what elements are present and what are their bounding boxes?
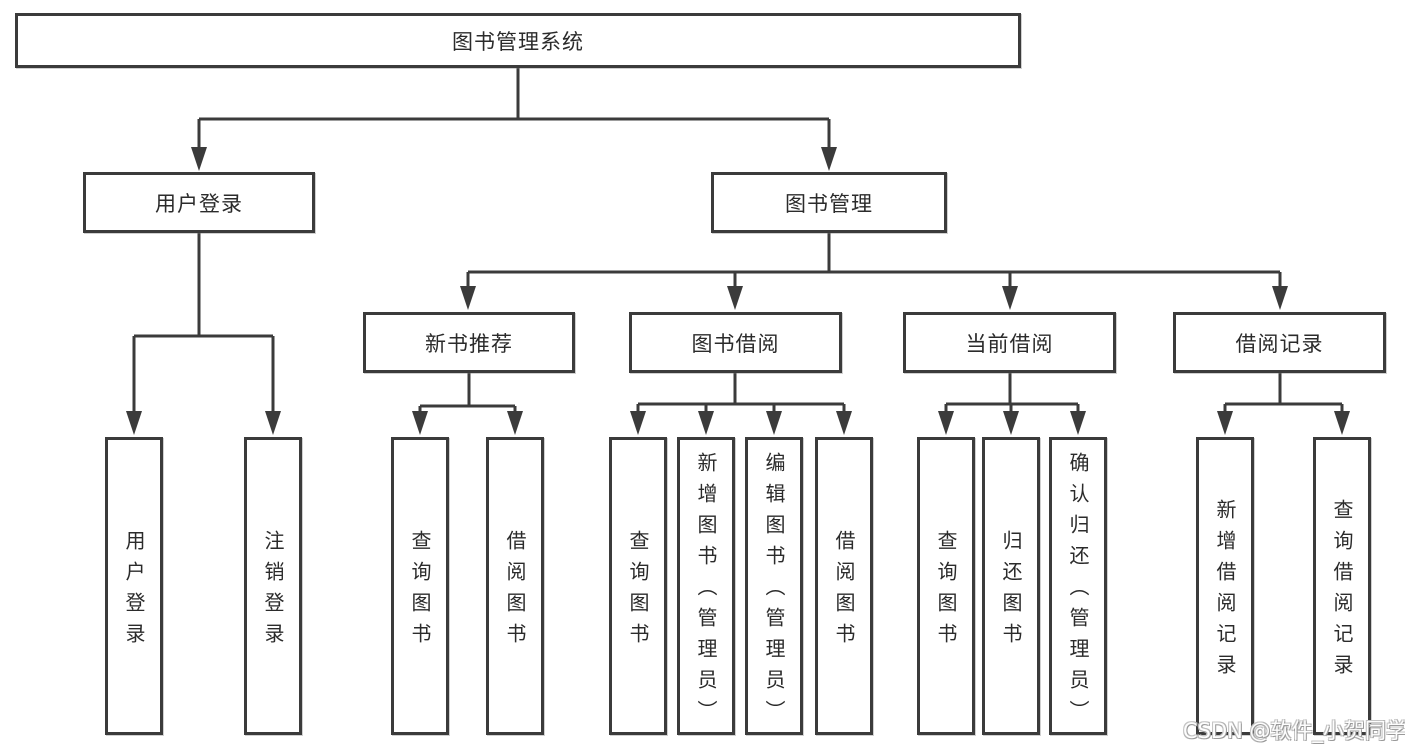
node-book-management: 图书管理 bbox=[711, 172, 947, 233]
node-borrow-records: 借阅记录 bbox=[1173, 312, 1386, 373]
node-label: 图书管理系统 bbox=[452, 29, 584, 54]
leaf-label: 查询图书 bbox=[934, 529, 958, 654]
leaf-current-confirm-return-admin: 确认归还（管理员） bbox=[1049, 437, 1107, 735]
node-label: 用户登录 bbox=[155, 191, 243, 216]
leaf-label: 归还图书 bbox=[999, 529, 1023, 654]
node-new-book-recommend: 新书推荐 bbox=[363, 312, 575, 373]
leaf-current-return-books: 归还图书 bbox=[982, 437, 1040, 735]
node-book-borrow: 图书借阅 bbox=[629, 312, 842, 373]
node-label: 图书管理 bbox=[785, 191, 873, 216]
node-user-login: 用户登录 bbox=[83, 172, 315, 233]
node-label: 当前借阅 bbox=[965, 331, 1054, 356]
leaf-label: 查询图书 bbox=[408, 529, 432, 654]
csdn-watermark: CSDN @软件_小贺同学 bbox=[1183, 719, 1405, 743]
leaf-borrow-add-books-admin: 新增图书（管理员） bbox=[677, 437, 735, 735]
leaf-current-query-books: 查询图书 bbox=[917, 437, 975, 735]
leaf-label: 新增借阅记录 bbox=[1213, 498, 1237, 685]
node-label: 新书推荐 bbox=[425, 331, 513, 356]
leaf-records-query-borrow-record: 查询借阅记录 bbox=[1313, 437, 1371, 735]
leaf-label: 新增图书（管理员） bbox=[694, 452, 718, 731]
leaf-borrow-borrow-books: 借阅图书 bbox=[815, 437, 873, 735]
leaf-records-add-borrow-record: 新增借阅记录 bbox=[1196, 437, 1254, 735]
leaf-label: 借阅图书 bbox=[832, 529, 856, 654]
leaf-user-login: 用户登录 bbox=[105, 437, 163, 735]
leaf-label: 用户登录 bbox=[122, 529, 146, 654]
leaf-logout: 注销登录 bbox=[244, 437, 302, 735]
leaf-borrow-query-books: 查询图书 bbox=[609, 437, 667, 735]
node-label: 借阅记录 bbox=[1235, 331, 1324, 356]
leaf-label: 确认归还（管理员） bbox=[1066, 452, 1090, 731]
leaf-label: 编辑图书（管理员） bbox=[762, 452, 786, 731]
node-label: 图书借阅 bbox=[691, 331, 780, 356]
leaf-recommend-borrow-books: 借阅图书 bbox=[486, 437, 544, 735]
node-library-management-system: 图书管理系统 bbox=[15, 13, 1021, 68]
leaf-label: 借阅图书 bbox=[503, 529, 527, 654]
leaf-borrow-edit-books-admin: 编辑图书（管理员） bbox=[745, 437, 803, 735]
leaf-label: 查询借阅记录 bbox=[1330, 498, 1354, 685]
node-current-borrow: 当前借阅 bbox=[903, 312, 1116, 373]
leaf-recommend-query-books: 查询图书 bbox=[391, 437, 449, 735]
leaf-label: 注销登录 bbox=[261, 529, 285, 654]
leaf-label: 查询图书 bbox=[626, 529, 650, 654]
